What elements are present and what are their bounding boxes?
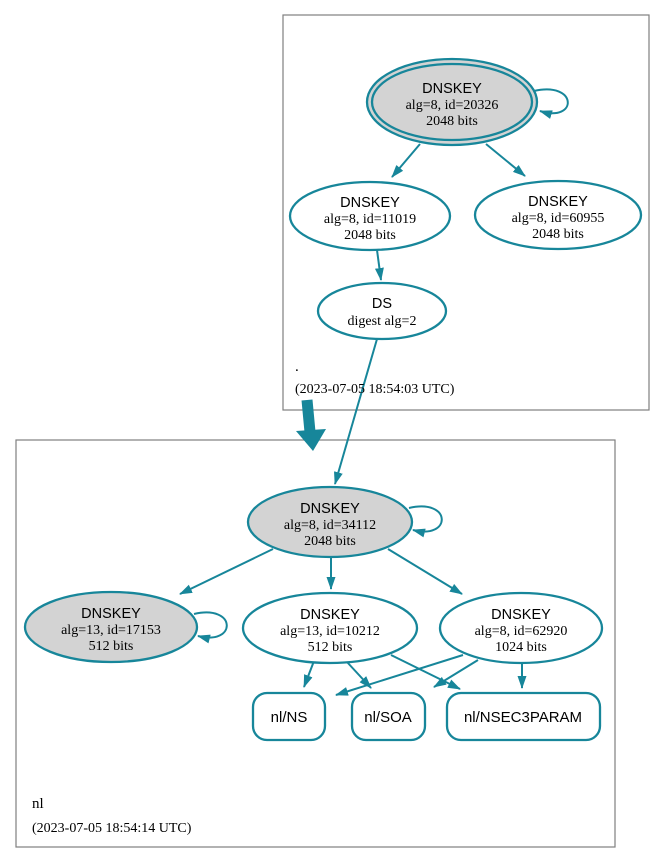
edge-ksk34112-to-key17153 <box>179 548 274 595</box>
node-bits: 2048 bits <box>532 227 584 242</box>
node-bits: 2048 bits <box>426 114 478 129</box>
zone-timestamp-nl: (2023-07-05 18:54:14 UTC) <box>32 821 192 836</box>
node-title: DNSKEY <box>528 194 588 210</box>
node-detail: alg=8, id=11019 <box>324 212 416 227</box>
edge-ksk20326-to-key11019 <box>391 143 421 178</box>
rrset-label: nl/NS <box>271 709 308 726</box>
node-title: DNSKEY <box>81 606 141 622</box>
zone-timestamp-root: (2023-07-05 18:54:03 UTC) <box>295 382 455 397</box>
node-bits: 512 bits <box>89 639 134 654</box>
node-bits: 2048 bits <box>304 534 356 549</box>
node-title: DNSKEY <box>300 501 360 517</box>
edge-ksk20326-to-key60955 <box>485 143 526 177</box>
node-rrset-nl-ns[interactable]: nl/NS <box>251 691 327 742</box>
node-bits: 1024 bits <box>495 640 547 655</box>
edge-key11019-to-ds <box>374 249 384 281</box>
zone-box-root <box>282 14 650 411</box>
node-title: DNSKEY <box>300 607 360 623</box>
node-dnskey-20326[interactable]: DNSKEY alg=8, id=20326 2048 bits <box>365 57 539 147</box>
node-detail: digest alg=2 <box>348 314 417 329</box>
node-detail: alg=8, id=62920 <box>475 624 568 639</box>
node-dnskey-17153[interactable]: DNSKEY alg=13, id=17153 512 bits <box>23 590 199 664</box>
node-rrset-nl-nsec3param[interactable]: nl/NSEC3PARAM <box>445 691 602 742</box>
rrset-label: nl/SOA <box>364 709 412 726</box>
node-detail: alg=8, id=34112 <box>284 518 376 533</box>
node-dnskey-10212[interactable]: DNSKEY alg=13, id=10212 512 bits <box>241 591 419 665</box>
node-dnskey-62920[interactable]: DNSKEY alg=8, id=62920 1024 bits <box>438 591 604 665</box>
node-detail: alg=8, id=60955 <box>512 211 605 226</box>
zone-label-nl: nl <box>32 796 44 812</box>
edge-key10212-to-soa <box>346 661 372 689</box>
node-dnskey-11019[interactable]: DNSKEY alg=8, id=11019 2048 bits <box>288 180 452 252</box>
edge-key10212-to-nsec3param <box>390 654 461 690</box>
node-title: DS <box>372 296 392 312</box>
node-title: DNSKEY <box>340 195 400 211</box>
delegation-arrowhead <box>296 429 326 451</box>
rrset-label: nl/NSEC3PARAM <box>464 709 582 726</box>
node-detail: alg=13, id=17153 <box>61 623 161 638</box>
node-title: DNSKEY <box>491 607 551 623</box>
edge-key62920-to-ns <box>335 654 464 696</box>
node-dnskey-34112[interactable]: DNSKEY alg=8, id=34112 2048 bits <box>246 485 414 559</box>
node-rrset-nl-soa[interactable]: nl/SOA <box>350 691 427 742</box>
edge-key62920-to-soa <box>433 659 479 688</box>
edge-ds-to-ksk34112 <box>334 338 378 485</box>
edge-delegation-root-to-nl <box>301 399 316 433</box>
edge-ksk34112-self-sign <box>408 505 443 538</box>
edge-key10212-to-ns <box>303 660 315 688</box>
node-bits: 512 bits <box>308 640 353 655</box>
edge-ksk34112-to-key62920 <box>387 548 463 595</box>
node-title: DNSKEY <box>422 81 482 97</box>
node-dnskey-60955[interactable]: DNSKEY alg=8, id=60955 2048 bits <box>473 179 643 251</box>
node-detail: alg=13, id=10212 <box>280 624 380 639</box>
node-detail: alg=8, id=20326 <box>406 98 499 113</box>
node-ds[interactable]: DS digest alg=2 <box>316 281 448 341</box>
edge-ksk20326-self-sign <box>533 88 569 119</box>
edge-key17153-self-sign <box>193 611 228 644</box>
zone-label-root: . <box>295 359 299 375</box>
node-bits: 2048 bits <box>344 228 396 243</box>
